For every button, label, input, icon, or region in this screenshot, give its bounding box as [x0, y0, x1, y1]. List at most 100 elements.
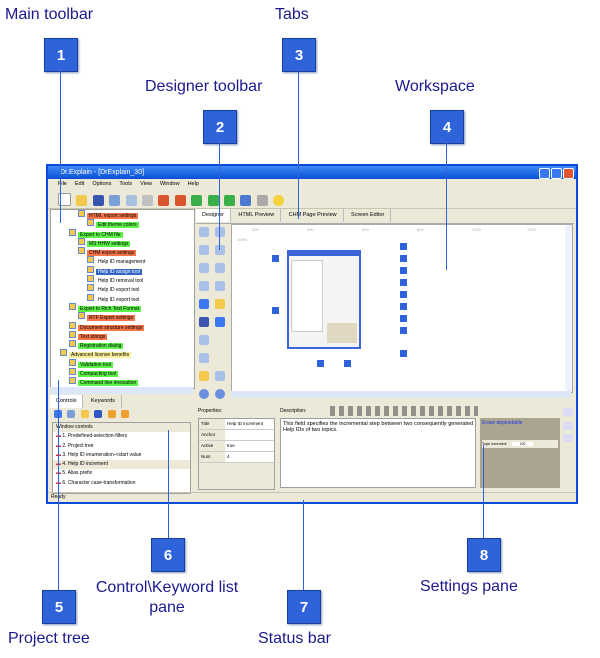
- zoom-in-icon[interactable]: [199, 389, 209, 399]
- add-control-icon[interactable]: [199, 299, 209, 309]
- settings-copy-button[interactable]: [563, 434, 573, 442]
- move-up-icon[interactable]: [107, 410, 116, 418]
- edit-control-icon[interactable]: [67, 410, 76, 418]
- list-item[interactable]: ▬ 6. Character case-transformation: [53, 479, 190, 488]
- tree-node[interactable]: Text strings: [51, 330, 194, 340]
- tab-chm-page-preview[interactable]: CHM Page Preview: [283, 209, 344, 222]
- layout-icon[interactable]: [199, 335, 209, 345]
- settings-button[interactable]: [563, 408, 573, 416]
- move-down-icon[interactable]: [120, 410, 129, 418]
- tree-node[interactable]: Validation tool: [51, 358, 194, 368]
- tree-node[interactable]: Export to CHM file: [51, 228, 194, 238]
- list-item[interactable]: ▬ 5. Alias prefix: [53, 469, 190, 478]
- control-list[interactable]: Window controls ▬ 1. Predefined-selectio…: [52, 422, 191, 494]
- tree-node[interactable]: MS HHW settings: [51, 237, 194, 247]
- grid-icon[interactable]: [215, 371, 225, 381]
- annotation-marker[interactable]: [400, 327, 407, 334]
- align-icon[interactable]: [199, 227, 209, 237]
- menu-view[interactable]: View: [140, 181, 152, 187]
- tree-node[interactable]: Help ID assign tool: [51, 265, 194, 275]
- annotation-marker[interactable]: [272, 307, 279, 314]
- add-point-icon[interactable]: [215, 317, 225, 327]
- property-value[interactable]: true: [225, 441, 274, 451]
- menu-options[interactable]: Options: [92, 181, 112, 187]
- annotation-marker[interactable]: [400, 303, 407, 310]
- menu-edit[interactable]: Edit: [74, 181, 85, 187]
- tree-node[interactable]: RTF Export settings: [51, 312, 194, 322]
- description-editor[interactable]: This field specifies the incremental ste…: [280, 418, 476, 488]
- property-value[interactable]: 4: [225, 452, 274, 462]
- zoom-out-icon[interactable]: [215, 389, 225, 399]
- menu-help[interactable]: Help: [187, 181, 199, 187]
- annotation-marker[interactable]: [400, 279, 407, 286]
- annotation-marker[interactable]: [400, 243, 407, 250]
- add-subtopic-icon[interactable]: [207, 195, 219, 206]
- annotation-marker[interactable]: [400, 315, 407, 322]
- size-icon[interactable]: [215, 281, 225, 291]
- menu-tools[interactable]: Tools: [119, 181, 133, 187]
- export-icon[interactable]: [240, 195, 252, 206]
- annotation-marker[interactable]: [344, 360, 351, 367]
- frame-icon[interactable]: [199, 317, 209, 327]
- align-icon[interactable]: [199, 245, 209, 255]
- maximize-button[interactable]: [551, 168, 562, 179]
- tab-designer[interactable]: Designer: [196, 209, 232, 222]
- format-toolbar[interactable]: [330, 406, 478, 416]
- tree-node[interactable]: Help ID export tool: [51, 284, 194, 293]
- list-item[interactable]: ▬ 1. Predefined-selection-filters: [53, 432, 190, 441]
- tree-node[interactable]: Registration dialog: [51, 340, 194, 350]
- property-value[interactable]: [225, 430, 274, 440]
- tab-controls[interactable]: Controls: [50, 395, 84, 408]
- annotation-marker[interactable]: [317, 360, 324, 367]
- list-item[interactable]: ▬ 2. Project tree: [53, 442, 190, 451]
- redo-icon[interactable]: [174, 195, 186, 206]
- tab-html-preview[interactable]: HTML Preview: [232, 209, 282, 222]
- close-button[interactable]: [563, 168, 574, 179]
- list-item[interactable]: ▬ 3. Help ID enumeration-<start value: [53, 451, 190, 460]
- cut-icon[interactable]: [109, 195, 121, 206]
- align-icon[interactable]: [215, 245, 225, 255]
- layout-icon[interactable]: [199, 353, 209, 363]
- tab-screen-editor[interactable]: Screen Editor: [345, 209, 392, 222]
- auto-detect-icon[interactable]: [215, 299, 225, 309]
- annotation-marker[interactable]: [400, 350, 407, 357]
- menu-window[interactable]: Window: [160, 181, 180, 187]
- add-topic-icon[interactable]: [191, 195, 203, 206]
- align-icon[interactable]: [215, 227, 225, 237]
- tree-node[interactable]: Command line invocation: [51, 377, 194, 387]
- distribute-icon[interactable]: [215, 263, 225, 273]
- tree-node[interactable]: Edit theme colors: [51, 219, 194, 229]
- crop-icon[interactable]: [199, 371, 209, 381]
- tree-node[interactable]: Document structure settings: [51, 321, 194, 331]
- settings-next-button[interactable]: [563, 422, 573, 430]
- minimize-button[interactable]: [539, 168, 550, 179]
- captured-window-image[interactable]: [287, 250, 361, 349]
- print-icon[interactable]: [256, 195, 268, 206]
- tree-node[interactable]: Compacting tool: [51, 368, 194, 378]
- tree-node[interactable]: Help ID removal tool: [51, 275, 194, 284]
- annotation-marker[interactable]: [400, 255, 407, 262]
- tree-node[interactable]: HTML export settings: [51, 210, 194, 219]
- open-icon[interactable]: [76, 195, 88, 206]
- delete-icon[interactable]: [94, 410, 103, 418]
- workspace-vertical-scrollbar[interactable]: [565, 225, 572, 392]
- distribute-icon[interactable]: [199, 263, 209, 273]
- tab-keywords[interactable]: Keywords: [85, 395, 123, 408]
- size-icon[interactable]: [199, 281, 209, 291]
- tree-node[interactable]: Help ID export tool: [51, 293, 194, 303]
- save-icon[interactable]: [92, 195, 104, 206]
- help-icon[interactable]: [273, 195, 285, 206]
- annotation-marker[interactable]: [400, 291, 407, 298]
- workspace-horizontal-scrollbar[interactable]: [231, 391, 571, 398]
- tree-node[interactable]: CHM export settings: [51, 247, 194, 257]
- annotation-marker[interactable]: [272, 255, 279, 262]
- paste-icon[interactable]: [141, 195, 153, 206]
- tree-node[interactable]: Help ID management: [51, 256, 194, 265]
- capture-icon[interactable]: [223, 195, 235, 206]
- tree-node[interactable]: Export to Rich Text Format: [51, 302, 194, 312]
- undo-icon[interactable]: [158, 195, 170, 206]
- auto-icon[interactable]: [80, 410, 89, 418]
- copy-icon[interactable]: [125, 195, 137, 206]
